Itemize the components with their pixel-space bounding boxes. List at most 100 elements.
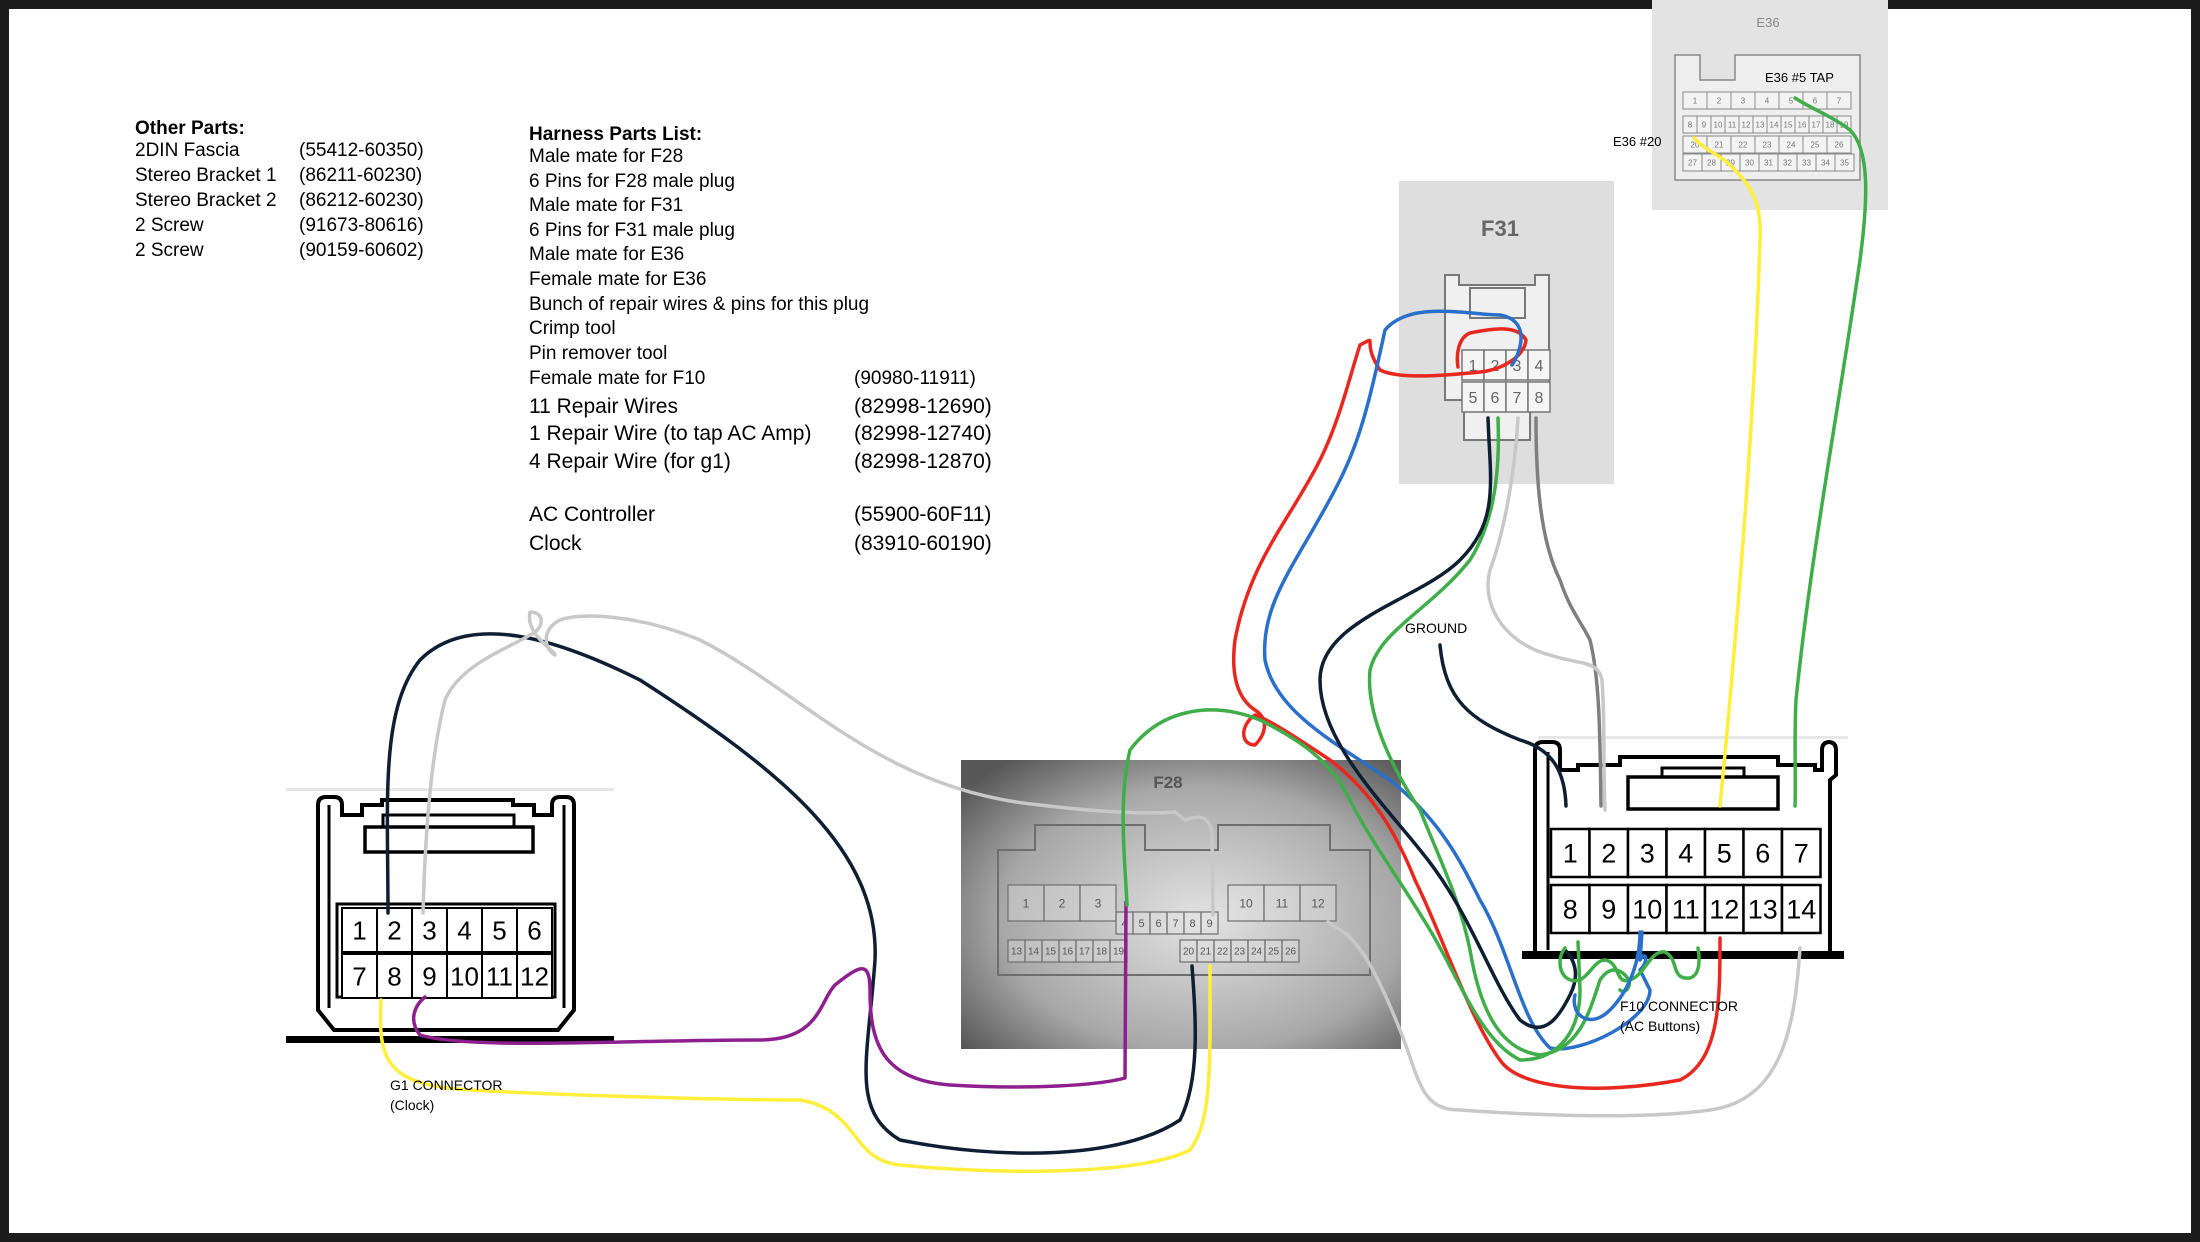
pin-number: 6 — [1813, 96, 1818, 105]
part-name: Stereo Bracket 1 — [135, 165, 277, 186]
part-number: (90980-11911) — [854, 368, 976, 389]
pin-number: 6 — [1755, 839, 1770, 869]
wire-green-f31-f10 — [1367, 416, 1631, 1057]
e36-pin — [1834, 153, 1855, 172]
f10-pin — [1665, 883, 1707, 935]
pin-number: 33 — [1802, 158, 1811, 167]
wire-purple-g1-f28 — [411, 900, 1128, 1089]
pin-number: 8 — [1535, 390, 1544, 407]
pin-number: 23 — [1234, 947, 1246, 958]
pin-number: 4 — [1535, 358, 1544, 375]
pin-number: 29 — [1726, 158, 1735, 167]
harness-parts-title: Harness Parts List: — [529, 124, 703, 145]
pin-number: 2 — [1059, 896, 1066, 910]
f28-pin — [1079, 884, 1117, 922]
part-name: 4 Repair Wire (for g1) — [529, 450, 731, 473]
pin-number: 24 — [1251, 947, 1263, 958]
wire-lightgray-f10-f28 — [1326, 920, 1802, 1118]
pin-number: 5 — [1138, 918, 1144, 930]
ground-label: GROUND — [1405, 620, 1467, 636]
pin-number: 28 — [1707, 158, 1716, 167]
f31-pin — [1527, 349, 1551, 381]
part-name: AC Controller — [529, 503, 656, 526]
pin-number: 11 — [1728, 120, 1737, 129]
pin-number: 2 — [1601, 839, 1616, 869]
wire-lightgray-f31-f10 — [1486, 416, 1607, 812]
pin-number: 3 — [422, 915, 436, 945]
part-number: (55900-60F11) — [854, 503, 992, 526]
pin-number: 3 — [1741, 96, 1746, 105]
e36-tap5-label: E36 #5 TAP — [1765, 70, 1834, 85]
pin-number: 25 — [1268, 947, 1280, 958]
pin-number: 13 — [1756, 120, 1765, 129]
pin-number: 1 — [1563, 839, 1578, 869]
pin-number: 12 — [1742, 120, 1751, 129]
part-number: (55412-60350) — [299, 140, 424, 161]
pin-number: 16 — [1798, 120, 1807, 129]
pin-number: 32 — [1783, 158, 1792, 167]
part-name: Male mate for F31 — [529, 195, 684, 217]
pin-number: 34 — [1821, 158, 1830, 167]
pin-number: 23 — [1763, 140, 1772, 149]
part-number: (86212-60230) — [299, 190, 424, 211]
pin-number: 9 — [1206, 918, 1212, 930]
wire-f10-bottom-blue — [1572, 930, 1642, 1022]
pin-number: 9 — [1601, 895, 1616, 925]
pin-number: 25 — [1811, 140, 1820, 149]
f10-connector-sub: (AC Buttons) — [1620, 1018, 1700, 1034]
e36-pin — [1826, 91, 1852, 110]
pin-number: 1 — [1023, 896, 1030, 910]
part-name: 11 Repair Wires — [529, 395, 678, 418]
pin-number: 21 — [1715, 140, 1724, 149]
pin-number: 12 — [1311, 896, 1325, 910]
wire-navy-g1-f28 — [385, 632, 1197, 1155]
pin-number: 5 — [1469, 390, 1478, 407]
wire-green-e36-f10 — [1793, 96, 1868, 808]
pin-number: 7 — [1794, 839, 1809, 869]
pin-number: 12 — [520, 961, 549, 991]
f28-pin — [1227, 884, 1265, 922]
part-number: (91673-80616) — [299, 215, 424, 236]
pin-number: 21 — [1200, 947, 1212, 958]
part-number: (86211-60230) — [299, 165, 423, 186]
pin-number: 13 — [1748, 895, 1778, 925]
f28-pin — [1263, 884, 1301, 922]
pin-number: 4 — [1765, 96, 1770, 105]
wire-gray-f31-f10 — [1534, 416, 1603, 808]
pin-number: 22 — [1739, 140, 1748, 149]
f10-pin — [1742, 827, 1784, 879]
pin-number: 6 — [1491, 390, 1500, 407]
g1-pin — [481, 953, 518, 999]
f10-connector-label: F10 CONNECTOR — [1620, 998, 1738, 1014]
wire-lightgray-g1-f28 — [421, 610, 1215, 917]
pin-number: 14 — [1028, 947, 1040, 958]
part-name: Bunch of repair wires & pins for this pl… — [529, 293, 870, 315]
f31-pin — [1527, 381, 1551, 413]
part-name: Pin remover tool — [529, 342, 668, 364]
part-number: (82998-12740) — [854, 422, 992, 445]
part-name: 1 Repair Wire (to tap AC Amp) — [529, 422, 812, 445]
g1-pin — [446, 953, 483, 999]
pin-number: 11 — [1276, 896, 1289, 910]
pin-number: 15 — [1045, 947, 1057, 958]
pin-number: 8 — [1563, 895, 1578, 925]
pin-number: 5 — [1717, 839, 1732, 869]
pin-number: 5 — [492, 915, 506, 945]
pin-number: 4 — [1678, 839, 1693, 869]
pin-number: 31 — [1764, 158, 1773, 167]
pin-number: 17 — [1079, 947, 1091, 958]
part-name: Stereo Bracket 2 — [135, 190, 277, 211]
part-number: (82998-12690) — [854, 395, 992, 418]
f10-pin — [1703, 827, 1745, 879]
pin-number: 20 — [1183, 947, 1195, 958]
pin-number: 16 — [1062, 947, 1074, 958]
part-name: 2DIN Fascia — [135, 140, 240, 161]
wire-blue-f31-f10 — [1262, 309, 1652, 1051]
f10-pin — [1780, 883, 1822, 935]
part-name: Male mate for F28 — [529, 146, 684, 167]
g1-connector-sub: (Clock) — [390, 1097, 434, 1113]
pin-number: 13 — [1011, 947, 1023, 958]
